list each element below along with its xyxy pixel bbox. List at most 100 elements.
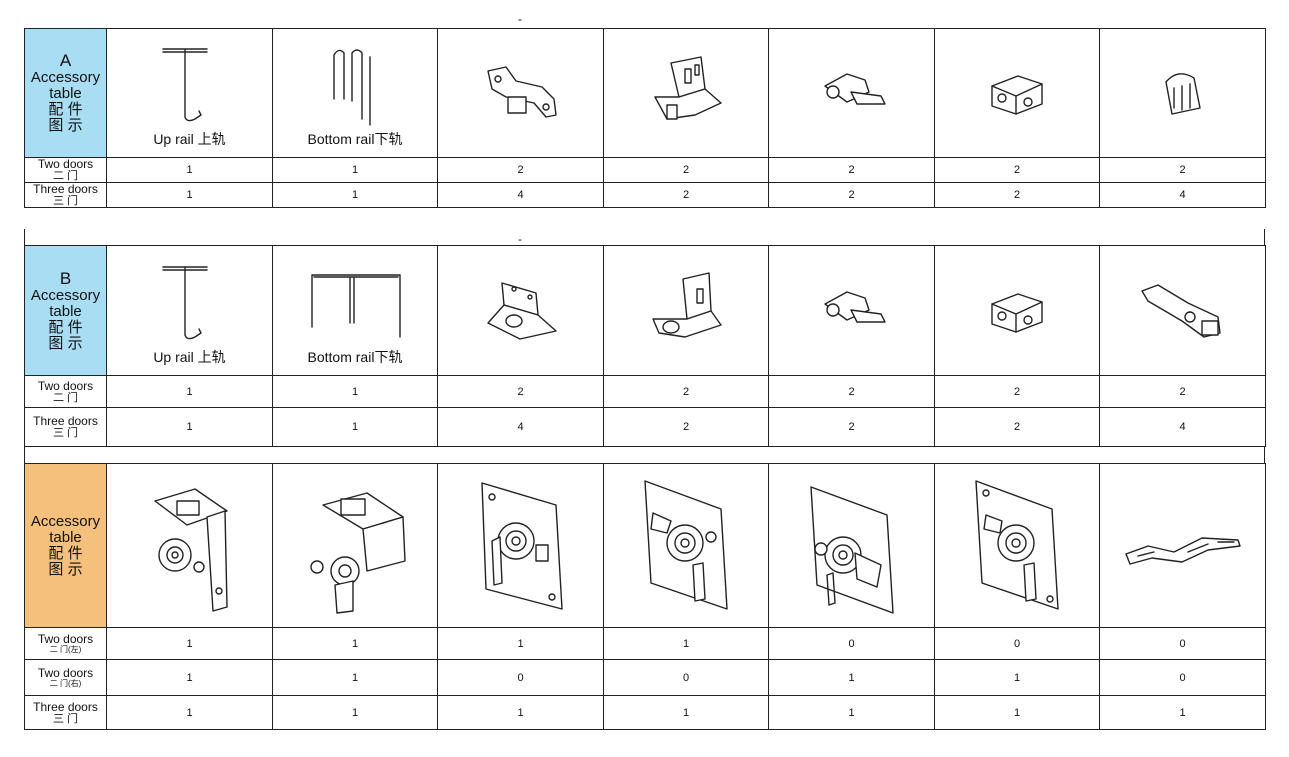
quantity-cell: 1 (106, 157, 273, 183)
part-cell (768, 245, 935, 376)
part-cell (1099, 463, 1266, 628)
quantity-cell: 1 (934, 695, 1100, 730)
part-caption: Bottom rail下轨 (307, 131, 403, 147)
wheel-bracket-icon (486, 281, 557, 340)
quantity-cell: 1 (603, 627, 769, 660)
part-cell (437, 463, 604, 628)
quantity-cell: 1 (272, 659, 438, 696)
roller-plate-icon (480, 481, 563, 610)
part-caption: Up rail 上轨 (153, 349, 226, 365)
quantity-cell: 0 (603, 659, 769, 696)
hook-icon (1140, 283, 1221, 338)
quantity-cell: 0 (1099, 659, 1266, 696)
quantity-cell: 0 (934, 627, 1100, 660)
part-cell: Bottom rail下轨 (272, 245, 438, 376)
clip-icon (1164, 73, 1201, 115)
part-cell: Bottom rail下轨 (272, 28, 438, 158)
quantity-cell: 2 (1099, 157, 1266, 183)
quantity-cell: 1 (106, 659, 273, 696)
quantity-cell: 4 (437, 407, 604, 447)
quantity-cell: 2 (768, 157, 935, 183)
quantity-cell: 2 (603, 407, 769, 447)
bracket-icon (486, 66, 557, 118)
quantity-cell: 2 (603, 375, 769, 408)
quantity-cell: 1 (106, 695, 273, 730)
accessory-table-c: Accessory table 配 件 图 示 (24, 463, 1266, 730)
quantity-cell: 2 (934, 407, 1100, 447)
part-cell (603, 245, 769, 376)
part-cell (437, 245, 604, 376)
quantity-cell: 1 (106, 627, 273, 660)
quantity-cell: 1 (437, 627, 604, 660)
quantity-cell: 1 (272, 695, 438, 730)
quantity-cell: 1 (437, 695, 604, 730)
roller-assembly-icon (310, 491, 406, 614)
table-header: A Accessory table 配 件 图 示 (24, 28, 107, 158)
part-cell (603, 28, 769, 158)
quantity-cell: 1 (106, 375, 273, 408)
roller-plate-icon (644, 479, 728, 610)
quantity-cell: 2 (1099, 375, 1266, 408)
quantity-cell: 2 (603, 157, 769, 183)
accessory-table-b: B Accessory table 配 件 图 示 Up rail 上轨 Bot… (24, 245, 1266, 447)
bottom-rail-icon (333, 49, 371, 126)
table-header: Accessory table 配 件 图 示 (24, 463, 107, 628)
quantity-cell: 2 (934, 182, 1100, 208)
part-caption: Bottom rail下轨 (307, 349, 403, 365)
quantity-cell: 1 (603, 695, 769, 730)
quantity-cell: 1 (768, 695, 935, 730)
roller-plate-icon (809, 485, 894, 614)
part-cell (934, 463, 1100, 628)
guide-block-icon (991, 292, 1043, 333)
quantity-cell: 0 (437, 659, 604, 696)
quantity-cell: 2 (603, 182, 769, 208)
quantity-cell: 1 (934, 659, 1100, 696)
quantity-cell: 2 (768, 407, 935, 447)
stopper-icon (823, 73, 886, 105)
angle-wheel-bracket-icon (652, 271, 722, 338)
quantity-cell: 4 (437, 182, 604, 208)
quantity-cell: 1 (106, 407, 273, 447)
part-cell (603, 463, 769, 628)
roller-plate-icon (975, 479, 1059, 610)
part-cell: Up rail 上轨 (106, 245, 273, 376)
part-cell (934, 245, 1100, 376)
part-cell: Up rail 上轨 (106, 28, 273, 158)
part-caption: Up rail 上轨 (153, 131, 226, 147)
quantity-cell: 0 (768, 627, 935, 660)
part-cell (437, 28, 604, 158)
part-cell (272, 463, 438, 628)
quantity-cell: 1 (106, 182, 273, 208)
quantity-cell: 2 (437, 375, 604, 408)
quantity-cell: 1 (768, 659, 935, 696)
part-cell (1099, 245, 1266, 376)
quantity-cell: 4 (1099, 182, 1266, 208)
quantity-cell: 1 (272, 375, 438, 408)
part-cell (934, 28, 1100, 158)
quantity-cell: 1 (272, 627, 438, 660)
part-cell (768, 28, 935, 158)
separator-dash: - (518, 12, 522, 26)
accessory-table-a: A Accessory table 配 件 图 示 Up rail 上轨 Bot… (24, 28, 1266, 208)
quantity-cell: 2 (934, 375, 1100, 408)
section-gap (24, 446, 1265, 463)
quantity-cell: 1 (272, 407, 438, 447)
part-cell (768, 463, 935, 628)
up-rail-icon (161, 48, 208, 122)
quantity-cell: 1 (272, 157, 438, 183)
quantity-cell: 2 (934, 157, 1100, 183)
up-rail-icon (161, 265, 208, 339)
quantity-cell: 4 (1099, 407, 1266, 447)
quantity-cell: 1 (1099, 695, 1266, 730)
quantity-cell: 2 (768, 375, 935, 408)
quantity-cell: 1 (272, 182, 438, 208)
quantity-cell: 0 (1099, 627, 1266, 660)
angle-bracket-icon (654, 56, 722, 120)
